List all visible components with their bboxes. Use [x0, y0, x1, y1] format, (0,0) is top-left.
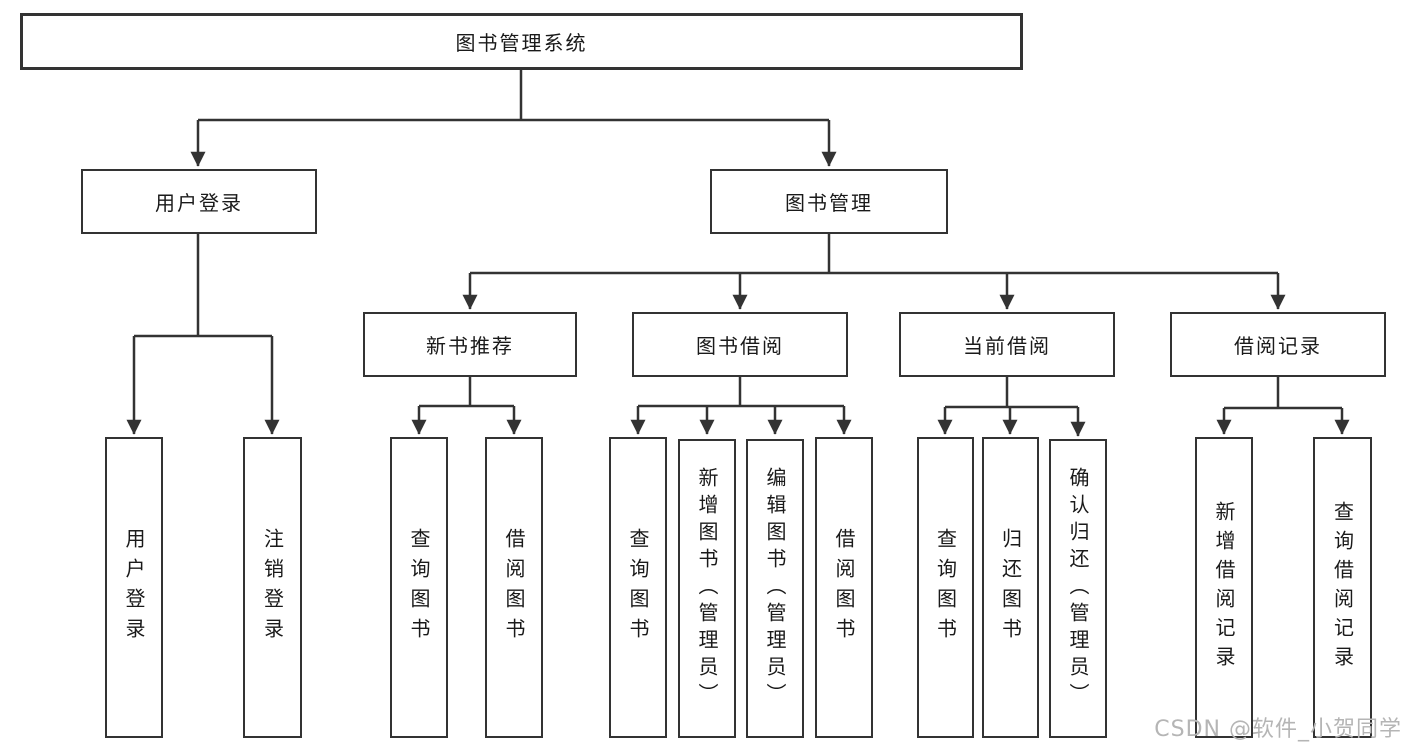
node-borrow-records-label: 借阅记录: [1234, 334, 1322, 358]
leaf-query-books-1-label: 查询图书: [407, 527, 431, 648]
leaf-edit-book-admin-label: 编辑图书（管理员）: [763, 467, 787, 710]
node-user-login: 用户登录: [81, 169, 317, 234]
leaf-query-books-2: 查询图书: [609, 437, 667, 738]
leaf-return-book-label: 归还图书: [998, 527, 1023, 648]
node-user-login-label: 用户登录: [155, 191, 243, 215]
node-current-borrow-label: 当前借阅: [963, 334, 1051, 358]
connector-current-borrow-trunk: [945, 377, 1078, 409]
leaf-user-login: 用户登录: [105, 437, 163, 738]
node-new-book-recommend-label: 新书推荐: [426, 334, 514, 358]
csdn-watermark: CSDN @软件_小贺同学: [1154, 717, 1402, 742]
node-borrow-records: 借阅记录: [1170, 312, 1386, 377]
connector-book-borrow-trunk: [638, 377, 844, 408]
node-book-management: 图书管理: [710, 169, 948, 234]
leaf-logout-label: 注销登录: [260, 527, 285, 648]
node-book-borrow: 图书借阅: [632, 312, 848, 377]
node-new-book-recommend: 新书推荐: [363, 312, 577, 377]
leaf-query-books-1: 查询图书: [390, 437, 448, 738]
leaf-add-book-admin-label: 新增图书（管理员）: [695, 467, 719, 710]
node-root: 图书管理系统: [20, 13, 1023, 70]
node-book-borrow-label: 图书借阅: [696, 334, 784, 358]
leaf-confirm-return-admin-label: 确认归还（管理员）: [1066, 467, 1090, 710]
connector-borrow-records-trunk: [1224, 377, 1342, 410]
leaf-query-books-2-label: 查询图书: [626, 527, 650, 648]
leaf-user-login-label: 用户登录: [122, 527, 146, 648]
leaf-return-book: 归还图书: [982, 437, 1039, 738]
node-current-borrow: 当前借阅: [899, 312, 1115, 377]
connector-root-trunk: [198, 69, 829, 122]
leaf-query-borrow-record: 查询借阅记录: [1313, 437, 1372, 738]
leaf-confirm-return-admin: 确认归还（管理员）: [1049, 439, 1107, 738]
leaf-query-borrow-record-label: 查询借阅记录: [1330, 500, 1355, 675]
leaf-query-books-3-label: 查询图书: [933, 527, 958, 648]
leaf-add-book-admin: 新增图书（管理员）: [678, 439, 736, 738]
leaf-edit-book-admin: 编辑图书（管理员）: [746, 439, 804, 738]
leaf-borrow-books-1: 借阅图书: [485, 437, 543, 738]
node-book-management-label: 图书管理: [785, 191, 873, 215]
leaf-borrow-books-2-label: 借阅图书: [832, 527, 856, 648]
connector-book-management-trunk: [470, 233, 1278, 275]
leaf-borrow-books-2: 借阅图书: [815, 437, 873, 738]
leaf-add-borrow-record-label: 新增借阅记录: [1212, 500, 1236, 675]
leaf-logout: 注销登录: [243, 437, 302, 738]
connector-user-login-trunk: [134, 233, 272, 338]
leaf-borrow-books-1-label: 借阅图书: [502, 527, 526, 648]
leaf-query-books-3: 查询图书: [917, 437, 974, 738]
leaf-add-borrow-record: 新增借阅记录: [1195, 437, 1253, 738]
connector-new-book-trunk: [419, 377, 514, 408]
node-root-label: 图书管理系统: [455, 31, 588, 55]
